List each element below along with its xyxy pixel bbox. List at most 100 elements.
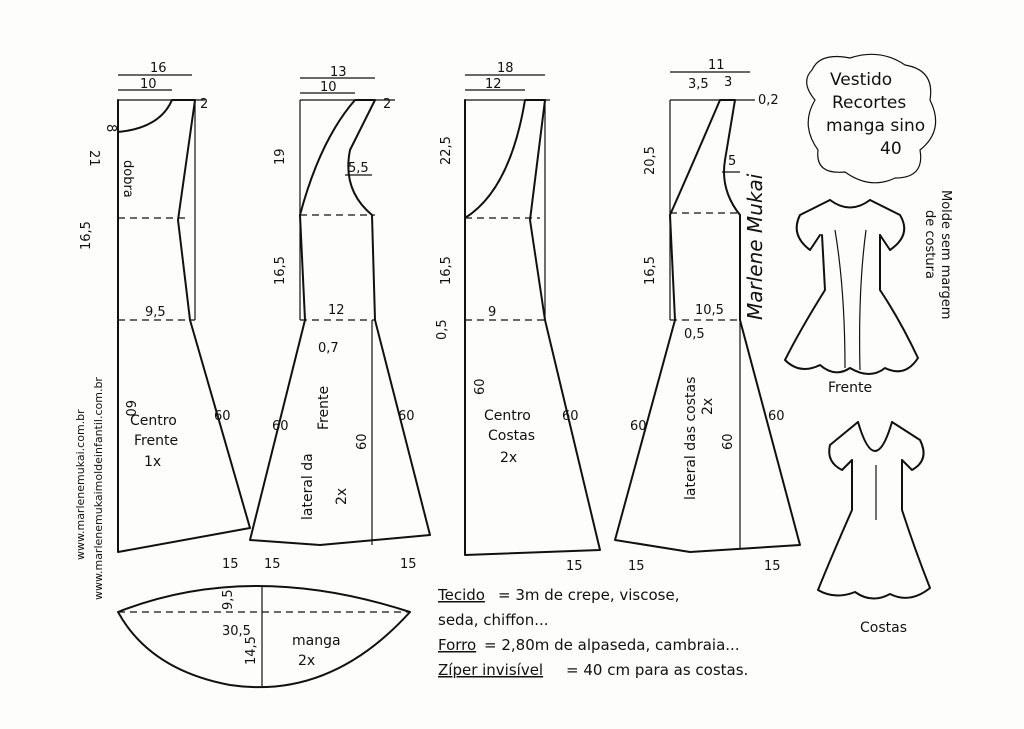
piece-name: lateral da	[300, 453, 316, 520]
title-cloud	[806, 53, 937, 184]
note-text: de costura	[922, 210, 937, 279]
sketch-sleeve-right	[891, 421, 925, 471]
measure-skirt: 60	[473, 378, 488, 395]
signature: Marlene Mukai	[743, 173, 767, 320]
measure-neck-2: 3	[724, 75, 732, 90]
measure-cap: 9,5	[221, 589, 236, 610]
sketch-body	[817, 459, 931, 600]
measure-waist-length: 16,5	[643, 256, 658, 285]
sketch-neckline	[829, 199, 871, 209]
piece-manga: 30,5 9,5 14,5 manga 2x	[117, 585, 411, 689]
measure-small: 0,7	[318, 341, 339, 356]
measure-hem: 15	[764, 559, 781, 574]
measure-skirt: 60	[721, 433, 736, 450]
website-text: www.marlenemukai.com.br	[74, 409, 87, 560]
website-text: www.marlenemukaimoldeinfantil.com.br	[92, 377, 105, 600]
measure-top: 18	[497, 61, 514, 76]
measure-top: 11	[708, 58, 725, 73]
piece-centro-costas: 18 12 22,5 16,5 9 0,5 60 60 15 Centro Co…	[435, 61, 601, 574]
piece-name: lateral das costas	[683, 377, 699, 500]
piece-name: Centro	[130, 413, 177, 429]
measure-side: 60	[398, 409, 415, 424]
measure-small: 0,5	[435, 319, 450, 340]
title-bubble: Vestido Recortes manga sino 40	[806, 53, 937, 184]
measure-hem: 15	[566, 559, 583, 574]
measure-height: 14,5	[244, 636, 259, 665]
piece-quantity: 1x	[144, 454, 161, 470]
title-line: manga sino	[826, 116, 925, 136]
measure-top: 13	[330, 65, 347, 80]
measure-width: 30,5	[222, 624, 251, 639]
dress-sketch-back: Costas	[817, 421, 931, 636]
sleeve-outline	[117, 585, 411, 689]
measure-neck: 3,5	[688, 77, 709, 92]
materials-label: Tecido	[437, 586, 485, 604]
sketch-sleeve-left	[795, 199, 831, 251]
measure-hem-left: 15	[264, 557, 281, 572]
piece-centro-frente: 16 10 2 8 21 dobra 16,5 9,5 60 60 15 Cen…	[79, 61, 251, 572]
measure-neck: 12	[485, 77, 502, 92]
measure-side: 60	[214, 409, 231, 424]
piece-outline	[249, 99, 431, 546]
measure-waist-length: 16,5	[79, 221, 94, 250]
measure-skirt: 60	[355, 433, 370, 450]
title-line: Recortes	[832, 93, 906, 113]
piece-outline	[614, 99, 801, 553]
piece-lateral-frente: 13 10 2 19 5,5 16,5 12 0,7 60 60 60 15 1…	[249, 65, 431, 572]
fold-label: dobra	[120, 160, 135, 198]
website-credit: www.marlenemukai.com.br www.marlenemukai…	[74, 377, 105, 600]
piece-quantity: 2x	[298, 653, 315, 669]
measure-waist: 12	[328, 303, 345, 318]
view-label-front: Frente	[828, 380, 872, 396]
measure-arm: 19	[273, 148, 288, 165]
piece-name: Centro	[484, 408, 531, 424]
sketch-sleeve-left	[828, 421, 859, 471]
piece-name: manga	[292, 633, 341, 649]
measure-neck: 10	[140, 77, 157, 92]
materials-label: Forro	[438, 636, 476, 654]
title-line: 40	[880, 139, 902, 159]
materials-text: = 40 cm para as costas.	[566, 661, 748, 679]
piece-lateral-costas: 11 3,5 3 0,2 20,5 5 16,5 10,5 0,5 60 60 …	[614, 58, 801, 574]
piece-outline	[464, 99, 601, 556]
measure-shoulder: 2	[383, 97, 391, 112]
piece-name: Frente	[316, 386, 332, 430]
measure-arm-depth: 5,5	[348, 161, 369, 176]
materials-text: = 3m de crepe, viscose,	[498, 586, 679, 604]
materials-text: = 2,80m de alpaseda, cambraia...	[484, 636, 740, 654]
note-text: Molde sem margem	[938, 190, 953, 319]
measure-side: 60	[562, 409, 579, 424]
measure-waist-length: 16,5	[439, 256, 454, 285]
piece-outline	[117, 99, 251, 553]
dress-sketch-front: Frente	[784, 199, 919, 396]
measure-skirt: 60	[122, 400, 137, 417]
measure-small: 0,5	[684, 327, 705, 342]
materials-label: Zíper invisível	[438, 661, 543, 679]
measure-waist-length: 16,5	[273, 256, 288, 285]
piece-name: Frente	[134, 433, 178, 449]
sketch-back-neckline	[857, 421, 893, 452]
measure-shoulder: 2	[200, 97, 208, 112]
measure-waist: 9	[488, 305, 496, 320]
materials-notes: Tecido = 3m de crepe, viscose, seda, chi…	[437, 586, 748, 679]
sketch-seams	[834, 229, 867, 371]
measure-skirt-left: 60	[630, 419, 647, 434]
measure-shoulder: 0,2	[758, 93, 779, 108]
measure-arm-depth: 5	[728, 154, 736, 169]
measure-neck-drop: 8	[103, 124, 118, 132]
sketch-body	[784, 234, 919, 375]
measure-armhole: 22,5	[439, 136, 454, 165]
measure-waist: 10,5	[695, 303, 724, 318]
piece-quantity: 2x	[700, 398, 716, 415]
measure-skirt-left: 60	[272, 419, 289, 434]
piece-name: Costas	[488, 428, 535, 444]
materials-text: seda, chiffon...	[438, 611, 549, 629]
measure-neck: 10	[320, 80, 337, 95]
measure-armhole: 21	[86, 150, 101, 167]
view-label-back: Costas	[860, 620, 907, 636]
piece-quantity: 2x	[500, 450, 517, 466]
sketch-sleeve-right	[869, 199, 906, 251]
measure-hem: 15	[400, 557, 417, 572]
